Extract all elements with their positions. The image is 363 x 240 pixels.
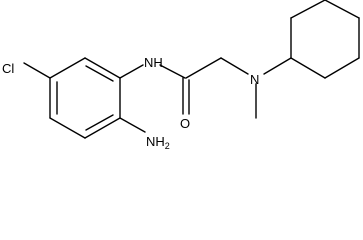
ring-bond-1 bbox=[84, 57, 121, 79]
atom-nh2-subscript: 2 bbox=[165, 141, 170, 151]
atom-o: O bbox=[180, 116, 190, 131]
benzene-ring bbox=[49, 57, 121, 139]
atom-nh2-main: NH bbox=[146, 134, 165, 149]
cy-bond-6 bbox=[290, 57, 326, 79]
cy-bond-2 bbox=[290, 0, 326, 19]
atom-nh2: NH2 bbox=[146, 134, 170, 151]
atom-cl: Cl bbox=[2, 61, 14, 76]
bond-carbonyl-ch2 bbox=[185, 57, 222, 79]
ring-bond-4 bbox=[49, 117, 86, 139]
structural-formula: Cl NH O N NH2 bbox=[2, 0, 360, 151]
bond-ring-cl bbox=[23, 62, 51, 79]
bond-n-cyclohexyl bbox=[263, 57, 292, 75]
cy-bond-5 bbox=[324, 57, 360, 79]
bond-ring-nh bbox=[119, 64, 144, 79]
ring-bond-6 bbox=[49, 57, 86, 79]
bond-ring-nh2 bbox=[119, 117, 146, 133]
cy-bond-3 bbox=[324, 0, 360, 19]
atom-nh: NH bbox=[144, 55, 163, 70]
ring-double-bond-2 bbox=[85, 114, 114, 131]
bond-ch2-n bbox=[220, 57, 249, 75]
bond-nh-carbonyl bbox=[159, 64, 186, 79]
cyclohexane-ring bbox=[290, 0, 360, 79]
ring-bond-3 bbox=[84, 117, 121, 139]
atom-n: N bbox=[250, 72, 259, 87]
ring-double-bond-1 bbox=[85, 65, 114, 82]
